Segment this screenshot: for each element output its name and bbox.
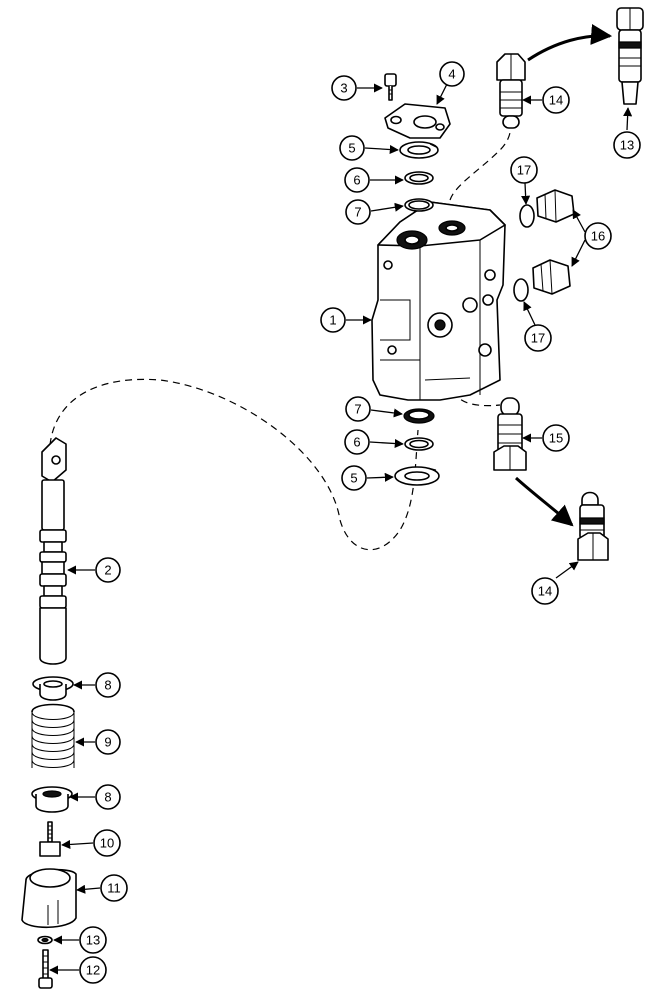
flange-plate-4 bbox=[384, 103, 451, 139]
valve-body bbox=[371, 201, 506, 401]
svg-text:2: 2 bbox=[104, 563, 111, 578]
leader-13b bbox=[555, 561, 579, 579]
callout-12: 12 bbox=[79, 956, 107, 984]
svg-text:14: 14 bbox=[538, 584, 552, 599]
callout-2: 2 bbox=[95, 557, 121, 583]
svg-text:6: 6 bbox=[353, 173, 360, 188]
leader-13a bbox=[623, 107, 633, 131]
oring-17-bottom bbox=[513, 278, 529, 302]
seal-6-bottom bbox=[404, 437, 434, 451]
callout-15: 13 bbox=[79, 926, 107, 954]
oring-7-top bbox=[404, 198, 434, 212]
cartridge-13-bottom bbox=[577, 491, 609, 561]
svg-text:10: 10 bbox=[100, 836, 114, 851]
callout-13b: 14 bbox=[531, 577, 559, 605]
bolt-10 bbox=[39, 821, 61, 857]
callout-1: 1 bbox=[320, 307, 346, 333]
leader-17b bbox=[523, 301, 536, 326]
leader-16b bbox=[571, 239, 586, 267]
svg-text:8: 8 bbox=[104, 678, 111, 693]
callout-4: 4 bbox=[439, 61, 465, 87]
leader-17a bbox=[521, 182, 531, 205]
callout-7a: 7 bbox=[345, 199, 371, 225]
cartridge-13-top bbox=[616, 7, 644, 105]
svg-text:6: 6 bbox=[353, 435, 360, 450]
svg-text:14: 14 bbox=[549, 93, 563, 108]
leader-6b bbox=[369, 438, 404, 449]
callout-6b: 6 bbox=[344, 429, 370, 455]
backup-ring-5-top bbox=[399, 141, 439, 159]
callout-8a: 8 bbox=[95, 672, 121, 698]
svg-text:3: 3 bbox=[340, 81, 347, 96]
callout-6a: 6 bbox=[344, 167, 370, 193]
callout-7b: 7 bbox=[345, 396, 371, 422]
leader-5a bbox=[364, 144, 399, 155]
oring-7-bottom bbox=[403, 408, 435, 424]
svg-text:8: 8 bbox=[104, 790, 111, 805]
svg-text:9: 9 bbox=[104, 735, 111, 750]
spring-seat-8-top bbox=[32, 676, 74, 701]
screw-3 bbox=[384, 73, 397, 101]
svg-text:16: 16 bbox=[591, 229, 605, 244]
svg-text:1: 1 bbox=[329, 313, 336, 328]
seal-6-top bbox=[404, 171, 434, 185]
cartridge-14-top bbox=[496, 53, 526, 129]
bolt-12 bbox=[38, 949, 53, 989]
svg-text:7: 7 bbox=[354, 205, 361, 220]
callout-17b: 17 bbox=[524, 324, 552, 352]
svg-text:4: 4 bbox=[448, 67, 455, 82]
plug-16-top bbox=[536, 189, 575, 223]
oring-17-top bbox=[519, 204, 535, 228]
callout-14b: 15 bbox=[542, 424, 570, 452]
svg-text:15: 15 bbox=[549, 431, 563, 446]
callout-9: 9 bbox=[95, 729, 121, 755]
svg-text:17: 17 bbox=[517, 163, 531, 178]
svg-text:5: 5 bbox=[348, 141, 355, 156]
svg-text:12: 12 bbox=[86, 963, 100, 978]
callout-3: 3 bbox=[331, 75, 357, 101]
leader-16a bbox=[572, 209, 586, 233]
callout-13a: 13 bbox=[613, 131, 641, 159]
svg-text:17: 17 bbox=[531, 331, 545, 346]
callout-5a: 5 bbox=[339, 135, 365, 161]
end-cap-11 bbox=[21, 868, 77, 929]
arrow-14-to-13-top bbox=[527, 24, 613, 62]
svg-text:13: 13 bbox=[620, 138, 634, 153]
spring-seat-8-bottom bbox=[31, 786, 73, 813]
spool-path-line bbox=[49, 378, 419, 551]
plug-16-bottom bbox=[532, 259, 571, 295]
leader-5b bbox=[366, 472, 394, 482]
callout-5b: 5 bbox=[341, 465, 367, 491]
svg-text:13: 13 bbox=[86, 933, 100, 948]
callout-17a: 17 bbox=[510, 156, 538, 184]
callout-11: 11 bbox=[100, 874, 128, 902]
washer-15 bbox=[37, 935, 53, 945]
callout-14a: 14 bbox=[542, 86, 570, 114]
callout-10: 10 bbox=[93, 829, 121, 857]
cartridge-path-line-top bbox=[449, 121, 513, 201]
cartridge-14-bottom bbox=[493, 397, 527, 471]
spring-9 bbox=[31, 703, 75, 768]
callout-8b: 8 bbox=[95, 784, 121, 810]
arrow-14-to-13-bottom bbox=[514, 476, 574, 527]
svg-text:7: 7 bbox=[354, 402, 361, 417]
callout-16: 16 bbox=[584, 222, 612, 250]
leader-11 bbox=[76, 884, 101, 894]
leader-4 bbox=[436, 83, 448, 105]
svg-text:5: 5 bbox=[350, 471, 357, 486]
leader-10 bbox=[61, 839, 94, 850]
leader-7b bbox=[370, 408, 403, 418]
spool-2 bbox=[39, 437, 67, 665]
backup-ring-5-bottom bbox=[394, 466, 440, 486]
svg-text:11: 11 bbox=[107, 881, 121, 896]
leader-7a bbox=[370, 202, 404, 212]
